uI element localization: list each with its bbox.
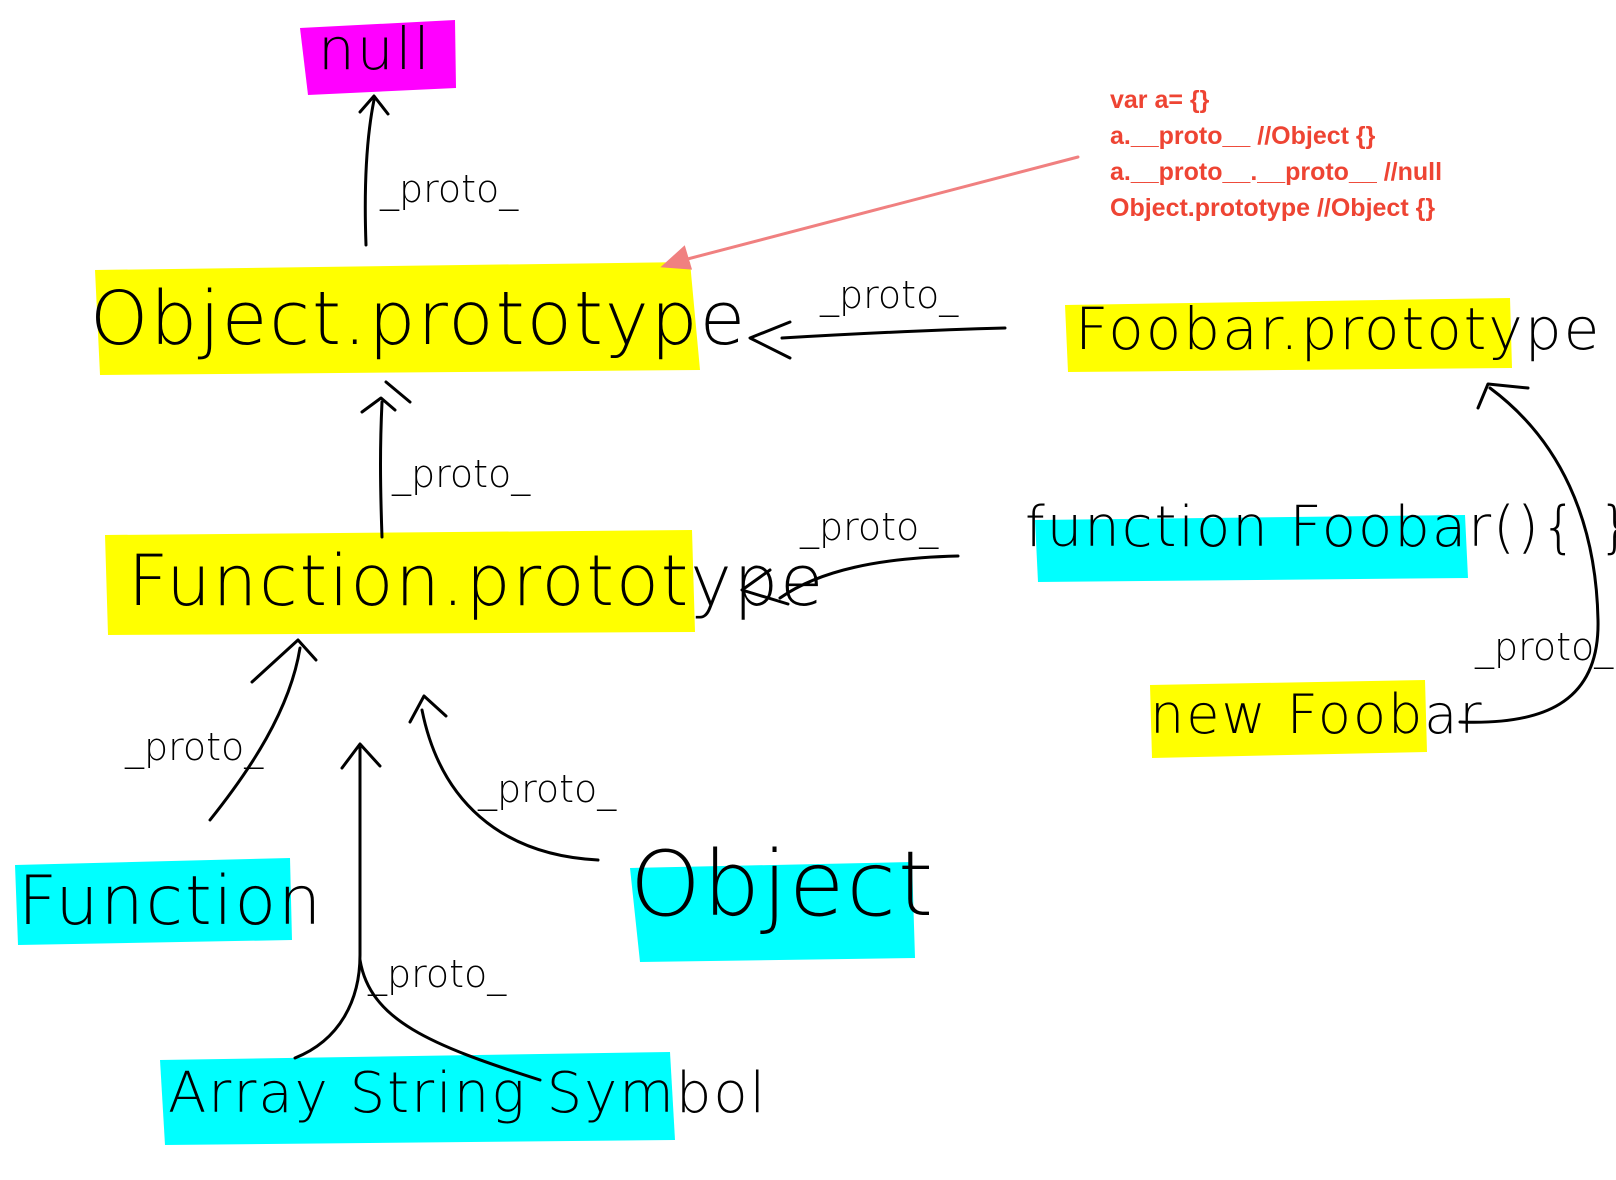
builtins-highlight: [160, 1052, 675, 1145]
edge-layer: [208, 94, 1600, 1082]
arrowhead: [358, 94, 390, 116]
edge-arrow-branch: [358, 958, 542, 1082]
annotation-arrow-line: [674, 155, 1080, 264]
edge-label: _proto_: [478, 767, 617, 811]
node-function-prototype: Function.prototype: [128, 540, 826, 622]
node-function-foobar: function Foobar(){ }: [1025, 495, 1616, 560]
object-highlight: [630, 862, 915, 962]
function-prototype-highlight: [105, 530, 695, 635]
function-highlight: [15, 858, 292, 945]
null-highlight: [300, 20, 456, 95]
node-object-prototype: Object.prototype: [90, 276, 748, 362]
node-foobar-prototype: Foobar.prototype: [1075, 295, 1602, 363]
code-annotation: var a= {} a.__proto__ //Object {} a.__pr…: [1110, 82, 1442, 226]
function-foobar-highlight: [1035, 515, 1468, 582]
edge-arrow: [1458, 386, 1600, 724]
edge-label: _proto_: [1475, 625, 1614, 669]
arrowhead: [360, 396, 397, 414]
code-line: var a= {}: [1110, 86, 1210, 114]
edge-arrow: [208, 646, 302, 822]
edge-label: _proto_: [800, 505, 939, 549]
code-line: Object.prototype //Object {}: [1110, 194, 1436, 222]
edge-label: _proto_: [392, 452, 531, 496]
arrowhead: [250, 638, 318, 684]
edge-label: _proto_: [368, 952, 507, 996]
arrowhead: [748, 320, 792, 360]
edge-arrow: [778, 554, 960, 600]
edge-arrow: [780, 326, 1007, 340]
node-null: null: [318, 15, 432, 83]
arrowhead: [340, 742, 382, 770]
object-prototype-highlight: [95, 262, 700, 375]
arrowhead-tick: [384, 380, 412, 404]
edge-label: _proto_: [820, 273, 959, 317]
foobar-prototype-highlight: [1065, 298, 1512, 372]
edge-label: _proto_: [125, 725, 264, 769]
edge-arrow: [420, 708, 600, 862]
annotation-arrowhead: [660, 245, 693, 270]
edge-arrow: [379, 400, 384, 539]
new-foobar-highlight: [1150, 680, 1427, 758]
code-line: a.__proto__.__proto__ //null: [1110, 158, 1443, 186]
edge-label: _proto_: [380, 167, 519, 211]
node-function: Function: [18, 862, 324, 941]
annotation-arrow: [660, 155, 1080, 270]
node-new-foobar: new Foobar: [1150, 683, 1484, 746]
node-builtins: Array String Symbol: [168, 1061, 768, 1126]
highlight-layer: [15, 20, 1512, 1145]
node-object: Object: [630, 832, 936, 937]
edge-arrow: [363, 98, 376, 247]
arrowhead: [740, 568, 790, 606]
arrowhead: [1476, 382, 1530, 410]
arrowhead: [408, 694, 448, 724]
code-line: a.__proto__ //Object {}: [1110, 122, 1376, 150]
